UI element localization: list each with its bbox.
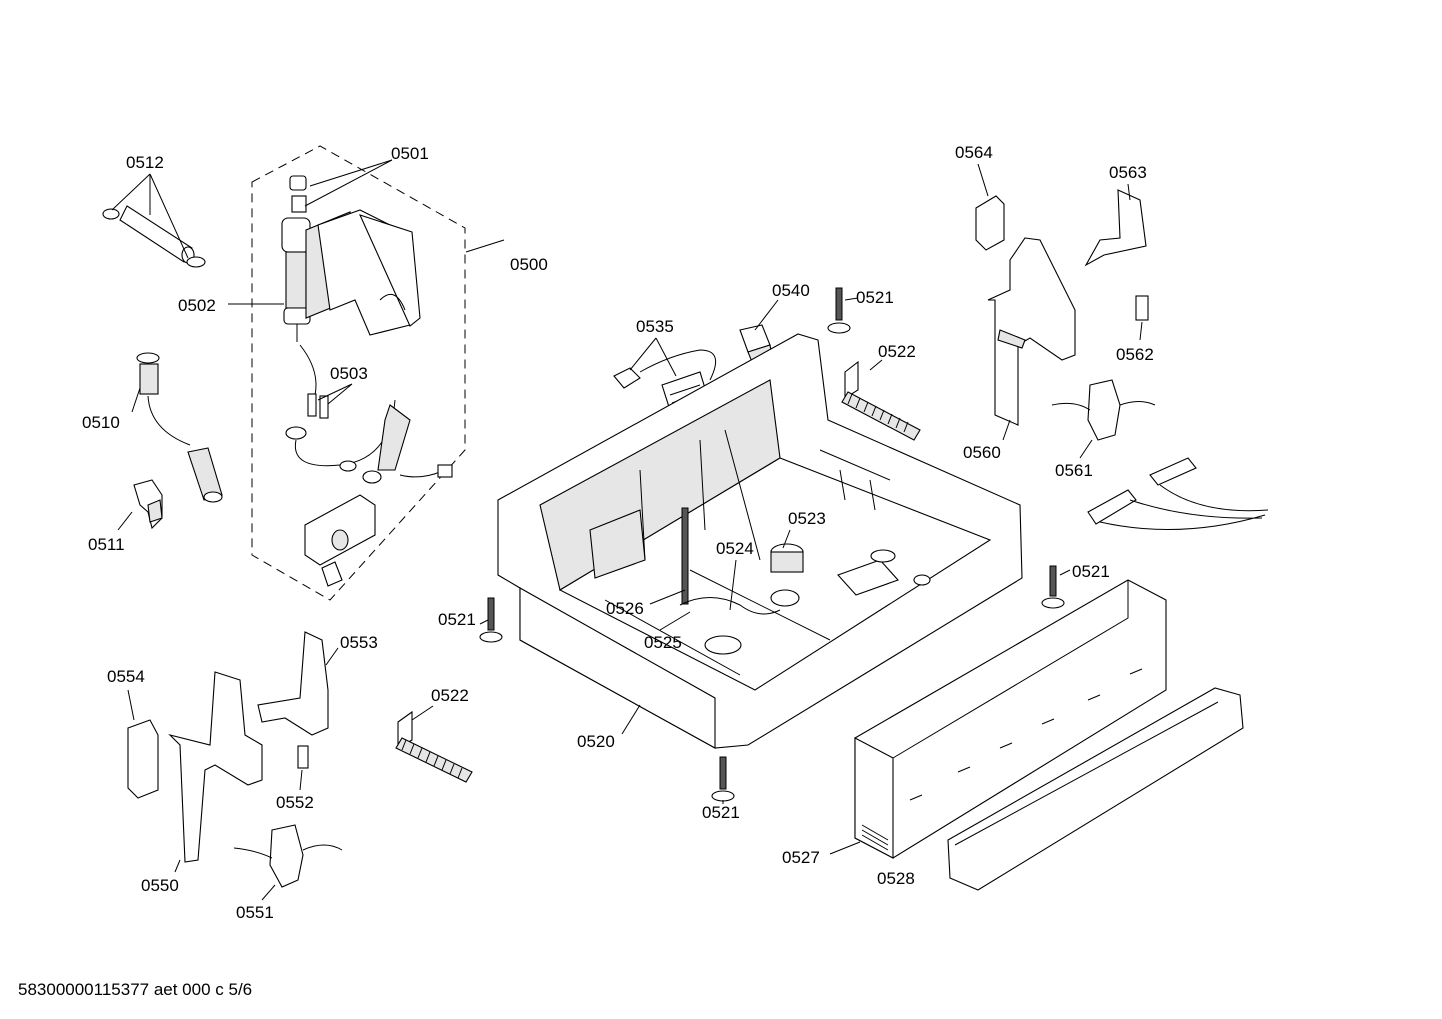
part-0551-sensor: [233, 824, 343, 888]
label-0522-top: 0522: [878, 342, 916, 361]
part-0527-kick-plate: [854, 579, 1167, 859]
label-0525: 0525: [644, 633, 682, 652]
assembly-0500-outline: [251, 145, 466, 601]
part-0512-hose: [102, 205, 206, 268]
part-0521-screw-left: [479, 597, 503, 643]
part-0563-bracket: [1084, 189, 1147, 267]
part-0522-spring-top: [841, 360, 921, 441]
label-0501: 0501: [391, 144, 429, 163]
label-0562: 0562: [1116, 345, 1154, 364]
label-0564: 0564: [955, 143, 993, 162]
part-0521-screw-right: [1041, 565, 1065, 609]
label-0551: 0551: [236, 903, 274, 922]
label-0527: 0527: [782, 848, 820, 867]
label-0561: 0561: [1055, 461, 1093, 480]
part-0522-spring-bottom: [395, 710, 473, 783]
part-0510-spring-hose: [136, 352, 223, 503]
part-0528-cover-strip: [947, 687, 1244, 891]
label-0521-top: 0521: [856, 288, 894, 307]
label-0503: 0503: [330, 364, 368, 383]
part-connectors-harness: [1087, 457, 1269, 530]
part-0550-bracket: [168, 671, 263, 863]
part-0554-cover: [127, 719, 159, 799]
part-0560-bracket: [987, 237, 1076, 426]
label-0511: 0511: [88, 535, 125, 554]
label-0510: 0510: [82, 413, 120, 432]
label-0524: 0524: [716, 539, 754, 558]
part-0521-screw-bottom: [711, 756, 735, 802]
label-0550: 0550: [141, 876, 179, 895]
label-0563: 0563: [1109, 163, 1147, 182]
leader-lines: [111, 159, 1143, 901]
label-0521-left: 0521: [438, 610, 476, 629]
label-0540: 0540: [772, 281, 810, 300]
label-0535: 0535: [636, 317, 674, 336]
part-0500-bracket: [304, 494, 376, 587]
part-0520-base-tub: [497, 333, 1023, 749]
part-0502-valve: [281, 175, 421, 342]
label-0523: 0523: [788, 509, 826, 528]
label-0552: 0552: [276, 793, 314, 812]
label-0512: 0512: [126, 153, 164, 172]
part-0521-screw-top: [827, 287, 851, 334]
part-0511-clip: [133, 479, 163, 530]
part-labels: 0512 0501 0500 0502 0503 0510 0511 0535 …: [82, 143, 1154, 922]
label-0502: 0502: [178, 296, 216, 315]
part-0561-sensor: [1051, 379, 1156, 441]
label-0553: 0553: [340, 633, 378, 652]
part-0553-bracket: [257, 631, 329, 736]
drawing-reference-footer: 58300000115377 aet 000 c 5/6: [18, 980, 253, 999]
part-0564-cover: [975, 195, 1005, 251]
label-0521-right: 0521: [1072, 562, 1110, 581]
part-0562-clip: [1135, 295, 1149, 321]
part-0503-sensor: [285, 344, 453, 484]
label-0528: 0528: [877, 869, 915, 888]
part-0552-clip: [297, 745, 309, 769]
label-0520: 0520: [577, 732, 615, 751]
label-0526: 0526: [606, 599, 644, 618]
label-0521-bottom: 0521: [702, 803, 740, 822]
label-0522-bottom: 0522: [431, 686, 469, 705]
label-0554: 0554: [107, 667, 145, 686]
label-0500: 0500: [510, 255, 548, 274]
label-0560: 0560: [963, 443, 1001, 462]
